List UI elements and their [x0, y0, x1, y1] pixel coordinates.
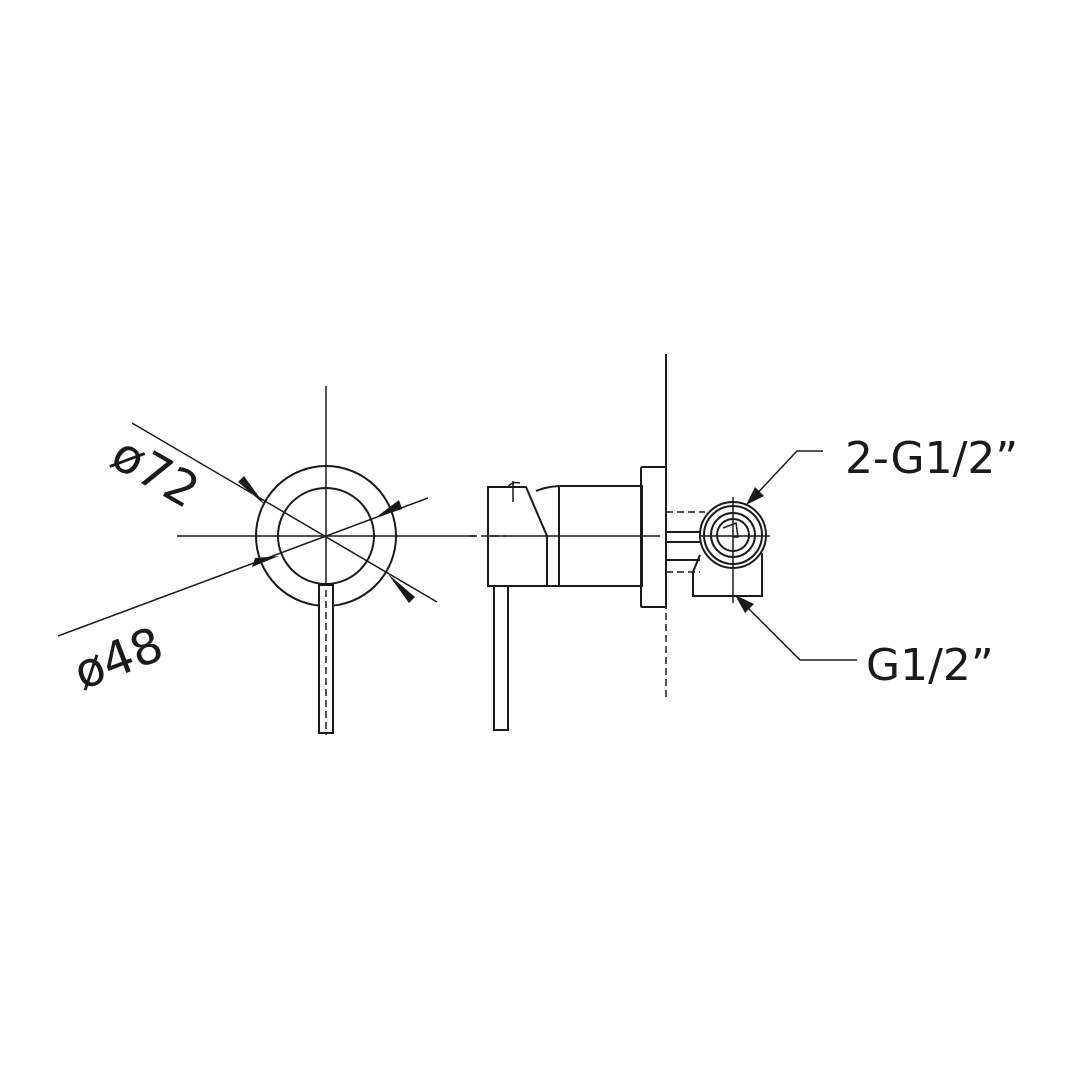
front-view: ø72 ø48: [57, 386, 475, 735]
inner-diameter-label: ø48: [66, 617, 171, 702]
side-view: 2-G1/2” G1/2”: [470, 354, 1018, 731]
outer-diameter-label: ø72: [102, 426, 208, 520]
outlet-thread-label: 2-G1/2”: [845, 433, 1018, 484]
inlet-thread-label: G1/2”: [866, 640, 994, 691]
